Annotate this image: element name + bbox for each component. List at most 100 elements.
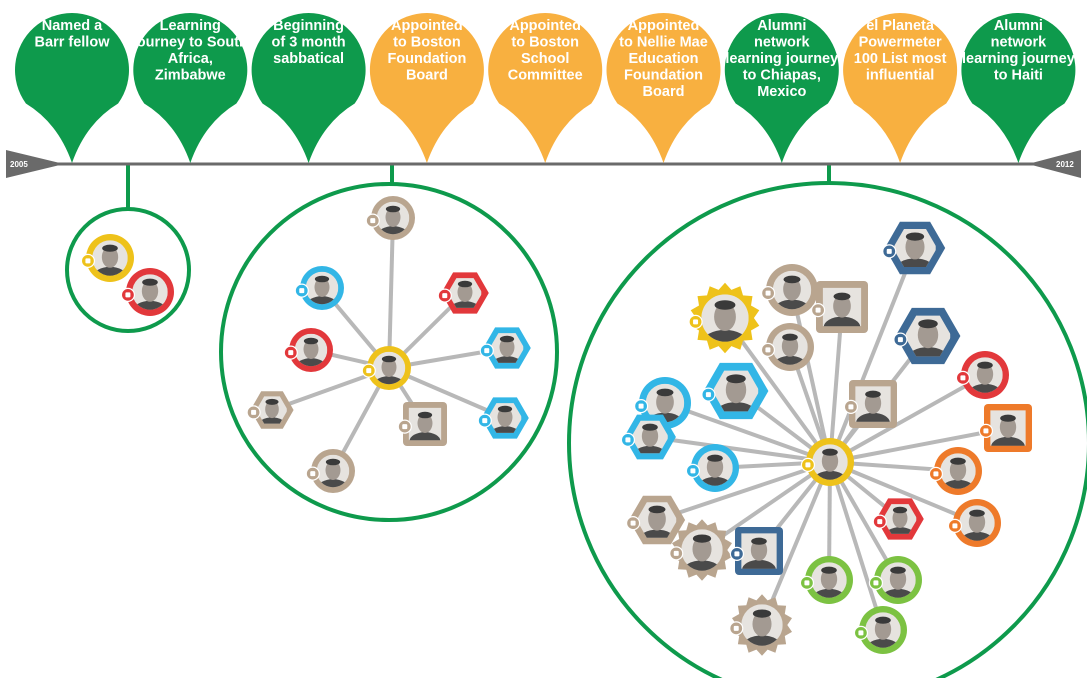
portrait-photo <box>905 315 951 357</box>
event-pin-label: influential <box>866 68 934 84</box>
people-icon <box>294 283 309 298</box>
portrait-photo <box>697 450 733 486</box>
people-icon <box>620 432 636 447</box>
portrait-photo <box>894 229 936 267</box>
event-pin-label: network <box>991 35 1048 51</box>
lightbulb-icon <box>80 253 96 268</box>
globe-icon <box>799 575 815 590</box>
clipboard-icon <box>760 286 776 301</box>
event-pin-label: Committee <box>508 68 583 84</box>
network-spoke <box>829 460 978 525</box>
event-pin-label: Learning <box>160 18 221 34</box>
event-pin-label: Appointed <box>509 18 581 34</box>
house-icon <box>872 514 887 529</box>
event-pin-label: Named a <box>42 18 103 34</box>
event-pin-label: Appointed <box>628 18 700 34</box>
event-pin-shape <box>133 13 248 164</box>
people-icon <box>477 413 492 428</box>
network-node <box>947 499 1001 547</box>
network-node <box>799 556 853 604</box>
network-spoke <box>828 247 917 463</box>
start-year-label: 2005 <box>10 160 28 169</box>
clipboard-icon <box>625 516 641 531</box>
institution-icon <box>882 244 897 259</box>
network-node <box>685 444 739 492</box>
media-icon <box>928 466 944 481</box>
event-pin-label: Zimbabwe <box>155 68 226 84</box>
event-pin-label: el Planeta <box>866 18 935 34</box>
portrait-photo <box>940 453 976 489</box>
end-year-marker <box>1028 150 1081 178</box>
globe-icon <box>868 575 884 590</box>
network-node <box>120 268 174 316</box>
network-node <box>893 307 961 365</box>
event-pin-label: Barr fellow <box>35 35 111 51</box>
timeline-axis: 2005 2012 <box>6 150 1081 178</box>
event-pin-label: School <box>521 51 569 67</box>
portrait-photo <box>372 351 406 385</box>
clipboard-icon <box>810 303 826 318</box>
event-pin-label: learning journey <box>962 51 1075 67</box>
clipboard-icon <box>397 419 412 434</box>
event-pin-label: Education <box>628 51 698 67</box>
network-node <box>477 397 529 439</box>
event-pin-label: learning journey <box>725 51 838 67</box>
event-pin-label: to Boston <box>393 35 461 51</box>
clipboard-icon <box>843 399 859 414</box>
portrait-photo <box>448 278 482 308</box>
network-node <box>729 594 792 656</box>
network-node <box>810 281 868 333</box>
network-spoke <box>790 289 832 463</box>
end-year-label: 2012 <box>1056 160 1074 169</box>
event-pin-label: of 3 month <box>272 35 346 51</box>
event-pin-label: Africa, <box>168 51 213 67</box>
portrait-photo <box>811 562 847 598</box>
event-pin-label: sabbatical <box>273 51 344 67</box>
event-pin-label: journey to South <box>132 35 248 51</box>
portrait-photo <box>741 604 783 646</box>
event-pin-label: Powermeter <box>859 35 942 51</box>
network-node <box>760 264 818 316</box>
event-pin-label: to Chiapas, <box>743 68 821 84</box>
network-node <box>294 266 344 310</box>
event-pin-label: network <box>754 35 811 51</box>
portrait-photo <box>632 420 668 454</box>
network-cluster <box>65 207 191 333</box>
institution-icon <box>893 332 908 347</box>
event-pin-label: Beginning <box>273 18 344 34</box>
network-spoke <box>649 435 831 464</box>
event-pin-label: Board <box>406 68 448 84</box>
portrait-photo <box>990 410 1026 446</box>
clipboard-icon <box>729 621 744 636</box>
portrait-photo <box>92 240 128 276</box>
network-node <box>928 447 982 495</box>
network-node <box>955 351 1009 399</box>
event-pin-shape <box>724 12 839 164</box>
network-node <box>882 221 946 275</box>
portrait-photo <box>741 533 777 569</box>
event-pin-label: 100 List most <box>854 51 947 67</box>
portrait-photo <box>681 529 723 571</box>
lightbulb-icon <box>361 363 376 378</box>
media-icon <box>947 518 963 533</box>
portrait-photo <box>880 562 916 598</box>
network-node <box>729 527 783 575</box>
center-node <box>361 346 411 390</box>
network-node <box>479 327 531 369</box>
network-node <box>625 495 686 545</box>
globe-icon <box>853 625 869 640</box>
clipboard-icon <box>305 466 320 481</box>
portrait-photo <box>967 357 1003 393</box>
portrait-photo <box>772 270 812 310</box>
network-node <box>669 519 732 581</box>
center-node <box>800 438 854 486</box>
network-node <box>283 328 333 372</box>
house-icon <box>437 288 452 303</box>
network-node <box>620 414 676 460</box>
house-icon <box>955 370 971 385</box>
network-cluster <box>219 182 559 522</box>
event-pin-label: Alumni <box>757 18 806 34</box>
